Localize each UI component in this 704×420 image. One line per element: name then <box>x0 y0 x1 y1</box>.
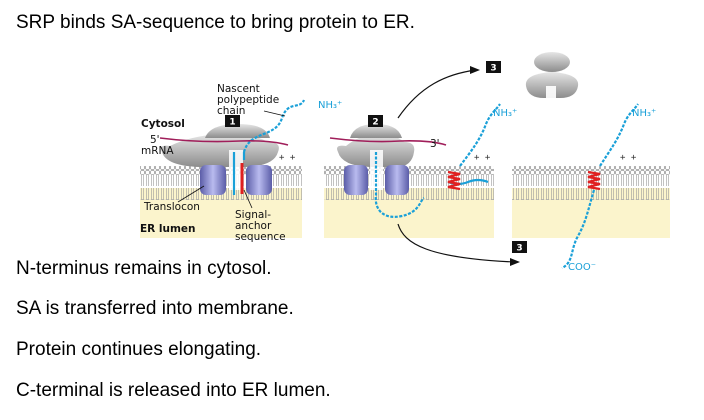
panel-step-2: 3' + + 2 NH₃⁺ <box>324 103 517 238</box>
polypeptide-chain-2-cytosol <box>459 103 501 167</box>
polypeptide-chain-3-lumen <box>561 189 596 269</box>
label-translocon: Translocon <box>143 201 200 213</box>
step-3-box-top <box>486 61 501 73</box>
label-nascent-1: Nascent <box>217 83 260 95</box>
released-ribosome: 3 <box>486 52 579 100</box>
plus-charges-2: + + <box>474 153 491 163</box>
arrow-release-head <box>470 66 480 74</box>
label-er-lumen: ER lumen <box>140 223 196 235</box>
ribosome-small-subunit-free <box>534 52 570 72</box>
label-mrna: mRNA <box>141 145 174 157</box>
translocon-pore <box>229 150 243 190</box>
step-1-number: 1 <box>229 118 235 128</box>
nh3-label-2: NH₃⁺ <box>493 108 517 119</box>
ribosome-large-subunit-free <box>525 72 579 98</box>
arrow-release-curve <box>397 69 477 119</box>
translocon-right <box>385 165 409 195</box>
mrna-strand-2 <box>329 137 447 146</box>
label-3-prime: 3' <box>430 138 440 150</box>
step-3-box-bottom <box>512 241 527 253</box>
polypeptide-chain-2-lumen <box>374 152 425 218</box>
label-cytosol: Cytosol <box>141 118 185 130</box>
translocon-left <box>344 165 368 195</box>
label-nascent-2: polypeptide <box>217 94 279 106</box>
ribosome-exit-tunnel <box>546 86 556 100</box>
label-5-prime: 5' <box>150 134 160 146</box>
panel-step-3: + + NH₃⁺ COO⁻ <box>512 103 670 273</box>
signal-anchor-leader-line <box>243 189 253 209</box>
panel-step-1: + + Nascent polypeptide chain NH₃⁺ Cytos… <box>140 83 342 243</box>
bullet-c-terminal: C-terminal is released into ER lumen. <box>16 380 331 401</box>
bullet-sa-transfer: SA is transferred into membrane. <box>16 298 294 319</box>
translocon-leader-line <box>177 185 205 203</box>
translocon-right <box>246 165 272 195</box>
nh3-label-3: NH₃⁺ <box>632 108 656 119</box>
ribosome-small-subunit <box>350 124 402 138</box>
plus-charges-3: + + <box>620 153 637 163</box>
step-2-box <box>368 115 383 127</box>
slide-title: SRP binds SA-sequence to bring protein t… <box>16 12 415 33</box>
coo-label: COO⁻ <box>568 262 596 273</box>
arrow-elongate-head <box>510 258 520 266</box>
signal-anchor-helix-3 <box>587 170 601 191</box>
signal-anchor-helix-2 <box>447 170 461 191</box>
polypeptide-chain-3-cytosol <box>599 103 639 167</box>
nh3-label-1: NH₃⁺ <box>318 100 342 111</box>
label-signal-anchor-3: sequence <box>235 231 286 243</box>
label-signal-anchor-1: Signal- <box>235 209 271 221</box>
mrna-strand-1 <box>159 137 289 146</box>
ribosome-large-subunit <box>161 133 279 167</box>
nascent-leader-line <box>263 110 286 117</box>
bullet-elongation: Protein continues elongating. <box>16 339 262 360</box>
polypeptide-chain-1 <box>242 99 306 153</box>
plus-charges-1: + + <box>279 153 296 163</box>
step-3-number-top: 3 <box>490 64 496 74</box>
step-1-box <box>225 115 240 127</box>
bullet-n-terminus: N-terminus remains in cytosol. <box>16 258 272 279</box>
ribosome-small-subunit <box>205 124 270 138</box>
label-nascent-3: chain <box>217 105 245 117</box>
process-arrows: 3 <box>397 66 527 266</box>
arrow-elongate-curve <box>397 223 515 263</box>
step-3-number-bottom: 3 <box>516 244 522 254</box>
step-2-number: 2 <box>372 118 378 128</box>
translocon-left <box>200 165 226 195</box>
label-signal-anchor-2: anchor <box>235 220 272 232</box>
